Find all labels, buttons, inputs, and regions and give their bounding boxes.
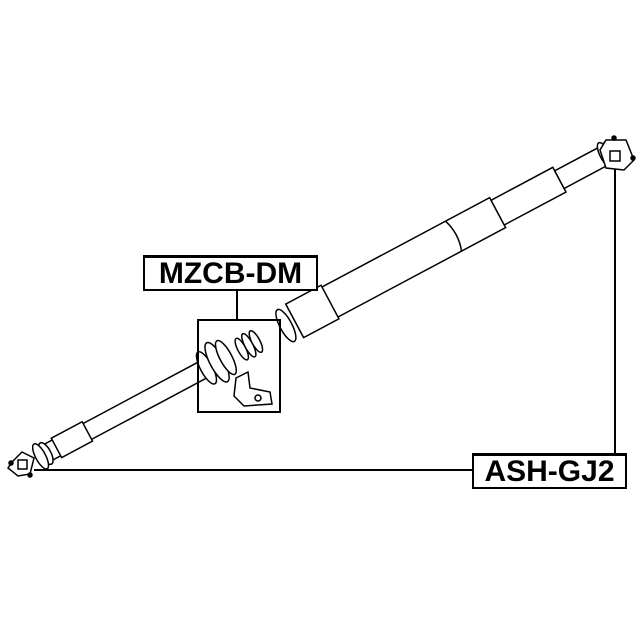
center-bearing <box>195 330 264 385</box>
front-flex-joint <box>6 451 35 478</box>
part-number-text: ASH-GJ2 <box>472 455 627 489</box>
center-bearing-detail-box <box>197 319 281 413</box>
part-label-flex-joint: ASH-GJ2 <box>472 453 627 489</box>
shaft-rear-collar <box>490 166 568 226</box>
part-number-text: MZCB-DM <box>143 257 318 291</box>
shaft-front-collar <box>50 420 94 459</box>
rear-flex-joint <box>599 135 636 171</box>
drive-shaft <box>31 140 619 470</box>
part-label-center-bearing: MZCB-DM <box>143 255 318 291</box>
bearing-bracket <box>233 370 273 407</box>
